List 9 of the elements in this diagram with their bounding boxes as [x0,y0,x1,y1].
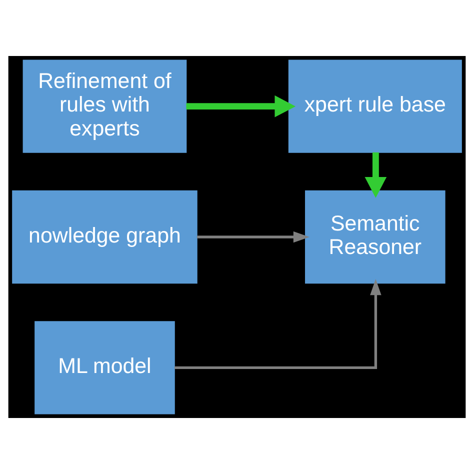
node-box: Refinement of rules with experts [22,60,187,153]
arrow [197,231,310,243]
node-box: ML model [34,321,175,414]
node-box: Semantic Reasoner [305,190,446,284]
arrow [186,95,296,118]
node-box: xpert rule base [288,60,462,153]
node-box: nowledge graph [12,190,198,284]
arrow [364,152,387,198]
arrow [174,279,382,369]
